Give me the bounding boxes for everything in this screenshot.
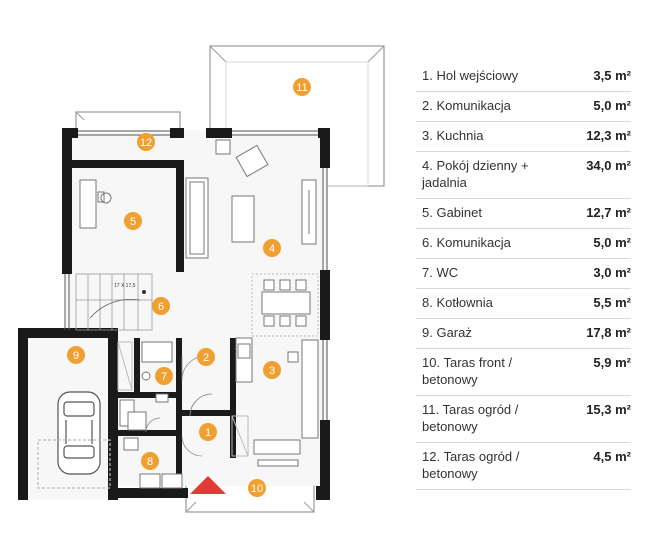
legend-row: 11. Taras ogród / betonowy 15,3 m² bbox=[416, 396, 631, 443]
room-name: 11. Taras ogród / betonowy bbox=[422, 402, 519, 434]
stair-label: 17 X 17,5 bbox=[114, 283, 136, 289]
room-badge bbox=[263, 239, 281, 257]
car-icon bbox=[37, 391, 111, 489]
room-badge-number: 10 bbox=[251, 483, 263, 495]
room-name: 6. Komunikacja bbox=[422, 235, 511, 250]
room-area: 4,5 m² bbox=[593, 449, 631, 464]
entry-arrow-icon bbox=[190, 476, 226, 494]
room-badge-number: 7 bbox=[161, 371, 167, 383]
dining-table bbox=[251, 273, 319, 337]
legend-row: 9. Garaż 17,8 m² bbox=[416, 319, 631, 349]
legend-row: 1. Hol wejściowy 3,5 m² bbox=[416, 62, 631, 92]
room-area: 12,7 m² bbox=[586, 205, 631, 220]
room-badge bbox=[67, 346, 85, 364]
room-area: 12,3 m² bbox=[586, 128, 631, 143]
room-area: 5,0 m² bbox=[593, 235, 631, 250]
room-badge bbox=[199, 423, 217, 441]
room-badge bbox=[141, 452, 159, 470]
room-badge bbox=[137, 133, 155, 151]
room-badge-number: 11 bbox=[296, 82, 307, 94]
legend-row: 2. Komunikacja 5,0 m² bbox=[416, 92, 631, 122]
room-badge bbox=[124, 212, 142, 230]
legend-row: 6. Komunikacja 5,0 m² bbox=[416, 229, 631, 259]
room-area: 15,3 m² bbox=[586, 402, 631, 417]
living-furniture bbox=[185, 139, 317, 259]
room-area: 3,5 m² bbox=[593, 68, 631, 83]
door-swings bbox=[145, 355, 213, 457]
room-name: 2. Komunikacja bbox=[422, 98, 511, 113]
terrace-12 bbox=[75, 111, 181, 135]
room-area: 5,5 m² bbox=[593, 295, 631, 310]
room-name: 5. Gabinet bbox=[422, 205, 483, 220]
room-badge-number: 5 bbox=[130, 216, 136, 228]
room-legend: 1. Hol wejściowy 3,5 m² 2. Komunikacja 5,0… bbox=[416, 62, 631, 490]
walls bbox=[18, 128, 330, 500]
legend-row: 10. Taras front / betonowy 5,9 m² bbox=[416, 349, 631, 396]
room-badge-number: 1 bbox=[205, 427, 211, 439]
legend-row: 12. Taras ogród / betonowy 4,5 m² bbox=[416, 443, 631, 490]
room-name: 12. Taras ogród / betonowy bbox=[422, 449, 520, 481]
room-badge bbox=[155, 367, 173, 385]
room-name: 7. WC bbox=[422, 265, 459, 280]
room-badge bbox=[248, 479, 266, 497]
room-name: 10. Taras front / betonowy bbox=[422, 355, 513, 387]
room-name: 8. Kotłownia bbox=[422, 295, 493, 310]
room-area: 17,8 m² bbox=[586, 325, 631, 340]
floor-plan: 17 X 17,5 bbox=[18, 45, 385, 513]
room-name: 4. Pokój dzienny + jadalnia bbox=[422, 158, 529, 190]
room-badge-number: 9 bbox=[73, 350, 79, 362]
room-name: 1. Hol wejściowy bbox=[422, 68, 519, 83]
room-badge-number: 6 bbox=[158, 301, 164, 313]
legend-row: 5. Gabinet 12,7 m² bbox=[416, 199, 631, 229]
room-badge-number: 4 bbox=[269, 243, 275, 255]
staircase bbox=[75, 273, 153, 331]
room-badge bbox=[293, 78, 311, 96]
legend-row: 4. Pokój dzienny + jadalnia 34,0 m² bbox=[416, 152, 631, 199]
room-area: 34,0 m² bbox=[586, 158, 631, 173]
room-badge-number: 2 bbox=[203, 352, 209, 364]
room-area: 3,0 m² bbox=[593, 265, 631, 280]
room-area: 5,0 m² bbox=[593, 98, 631, 113]
room-badge bbox=[152, 297, 170, 315]
room-badge-number: 3 bbox=[269, 365, 275, 377]
room-name: 9. Garaż bbox=[422, 325, 472, 340]
kitchen-counters bbox=[235, 337, 319, 467]
legend-row: 3. Kuchnia 12,3 m² bbox=[416, 122, 631, 152]
room-name: 3. Kuchnia bbox=[422, 128, 484, 143]
bathroom-fixtures bbox=[117, 341, 249, 489]
room-badge-number: 8 bbox=[147, 456, 153, 468]
room-badge bbox=[197, 348, 215, 366]
room-badge-number: 12 bbox=[140, 137, 152, 149]
legend-row: 7. WC 3,0 m² bbox=[416, 259, 631, 289]
study-desk bbox=[79, 179, 112, 229]
windows bbox=[64, 130, 328, 420]
legend-row: 8. Kotłownia 5,5 m² bbox=[416, 289, 631, 319]
room-area: 5,9 m² bbox=[593, 355, 631, 370]
room-badge bbox=[263, 361, 281, 379]
